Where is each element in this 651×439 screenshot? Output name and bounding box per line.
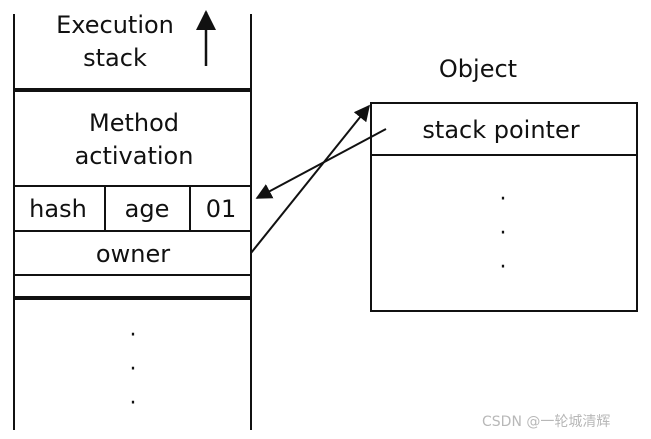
method-activation-line2: activation <box>75 142 194 170</box>
object-ellipsis-dot: · <box>500 221 507 246</box>
execution-stack: Execution stack Method activation hash a… <box>13 10 252 430</box>
stack-ellipsis-dot: · <box>130 357 137 382</box>
age-cell: age <box>125 195 170 223</box>
owner-cell: owner <box>96 240 170 268</box>
stack-ellipsis-dot: · <box>130 323 137 348</box>
lock-flag-cell: 01 <box>206 195 237 223</box>
execution-stack-title-line2: stack <box>83 44 147 72</box>
hash-cell: hash <box>29 195 87 223</box>
method-activation-line1: Method <box>89 109 179 137</box>
object-ellipsis-dot: · <box>500 187 507 212</box>
stack-bottom-separator <box>14 296 251 300</box>
execution-stack-title-line1: Execution <box>56 11 174 39</box>
object-title: Object <box>439 55 517 83</box>
object-border <box>370 102 638 312</box>
stack-pointer-arrow <box>255 128 387 199</box>
object-ellipsis-dot: · <box>500 255 507 280</box>
owner-arrow <box>250 104 371 254</box>
watermark-text: CSDN @一轮城清辉 <box>482 414 610 430</box>
stack-pointer-field: stack pointer <box>422 116 579 144</box>
stack-ellipsis-dot: · <box>130 391 137 416</box>
stack-top-separator <box>14 88 251 92</box>
object-box: Object stack pointer · · · <box>370 55 638 312</box>
